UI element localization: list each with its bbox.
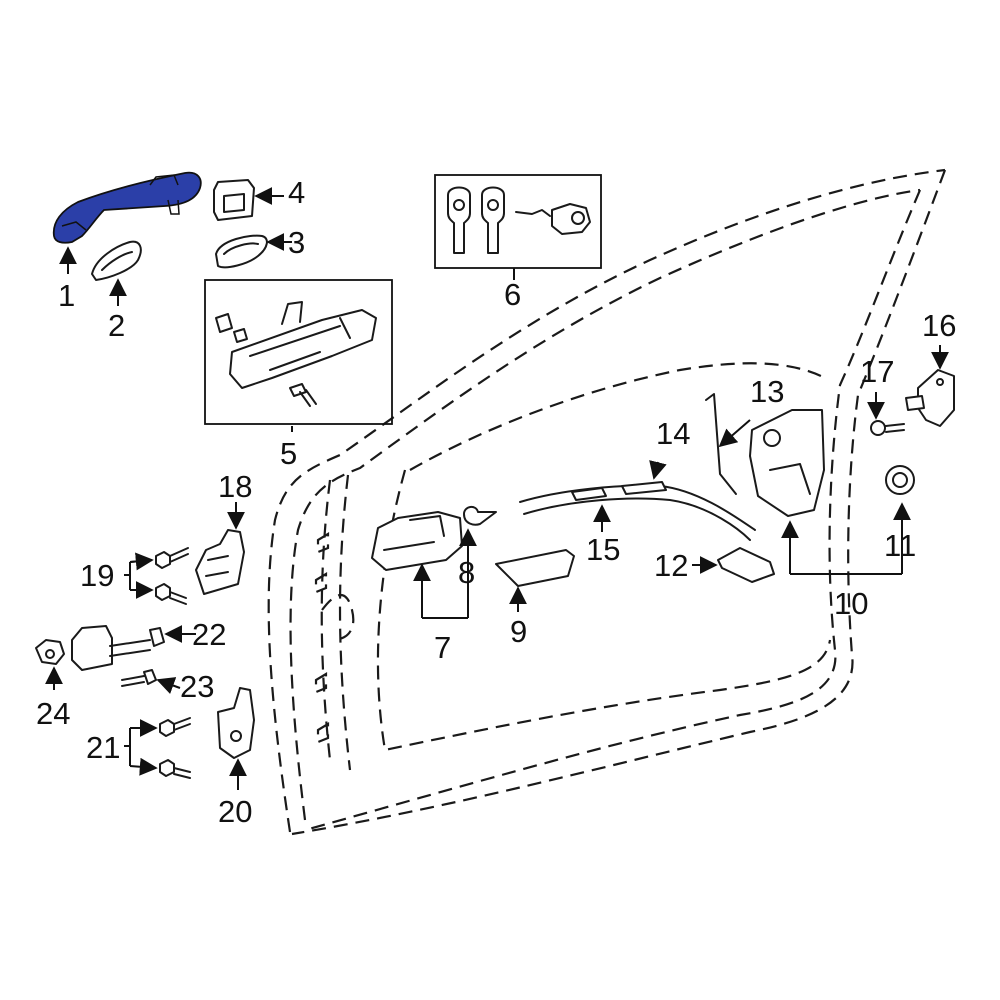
check-nut-part[interactable] — [35, 639, 65, 665]
callout-17: 17 — [860, 354, 894, 389]
callout-22: 22 — [192, 617, 226, 652]
check-bolt-part[interactable] — [121, 669, 157, 687]
latch-cover-part[interactable] — [717, 547, 775, 583]
callout-labels: 1 2 3 4 5 6 7 8 9 10 11 12 13 14 15 16 1… — [36, 175, 956, 829]
callout-13: 13 — [750, 374, 784, 409]
grommet-part[interactable] — [885, 465, 915, 495]
callout-7: 7 — [434, 630, 451, 665]
callout-15: 15 — [586, 532, 620, 567]
key-and-cylinder-box — [434, 174, 602, 269]
callout-3: 3 — [288, 225, 305, 260]
callout-10: 10 — [834, 586, 868, 621]
handle-gasket-part[interactable] — [91, 240, 142, 281]
upper-hinge-part[interactable] — [195, 529, 245, 595]
callout-21: 21 — [86, 730, 120, 765]
striker-part[interactable] — [905, 369, 955, 427]
hinge-bolts-upper[interactable] — [155, 547, 189, 605]
callout-4: 4 — [288, 175, 305, 210]
callout-1: 1 — [58, 278, 75, 313]
lock-rod-part[interactable] — [705, 393, 737, 495]
door-frame-outline — [267, 168, 947, 836]
hinge-bolts-lower[interactable] — [159, 717, 191, 779]
callout-18: 18 — [218, 469, 252, 504]
callout-8: 8 — [458, 555, 475, 590]
lock-cables-part[interactable] — [519, 481, 756, 541]
callout-23: 23 — [180, 669, 214, 704]
callout-11: 11 — [884, 528, 916, 563]
callout-16: 16 — [922, 308, 956, 343]
callout-6: 6 — [504, 277, 521, 312]
callout-5: 5 — [280, 436, 297, 471]
callout-24: 24 — [36, 696, 70, 731]
callout-2: 2 — [108, 308, 125, 343]
striker-screw-part[interactable] — [870, 420, 905, 436]
inside-handle-part[interactable] — [371, 511, 463, 571]
handle-frame-kit-box — [204, 279, 393, 425]
handle-bezel-part[interactable] — [495, 549, 575, 587]
door-check-part[interactable] — [71, 625, 165, 671]
outside-handle-highlighted[interactable] — [52, 171, 202, 244]
handle-cover-part[interactable] — [213, 179, 255, 221]
callout-14: 14 — [656, 416, 690, 451]
door-latch-part[interactable] — [749, 409, 825, 517]
callout-19: 19 — [80, 558, 114, 593]
leader-lines — [45, 187, 949, 790]
callout-12: 12 — [654, 548, 688, 583]
lower-hinge-part[interactable] — [217, 687, 255, 759]
handle-pad-part[interactable] — [215, 234, 268, 269]
handle-cap-part[interactable] — [463, 506, 497, 526]
callout-9: 9 — [510, 614, 527, 649]
callout-20: 20 — [218, 794, 252, 829]
